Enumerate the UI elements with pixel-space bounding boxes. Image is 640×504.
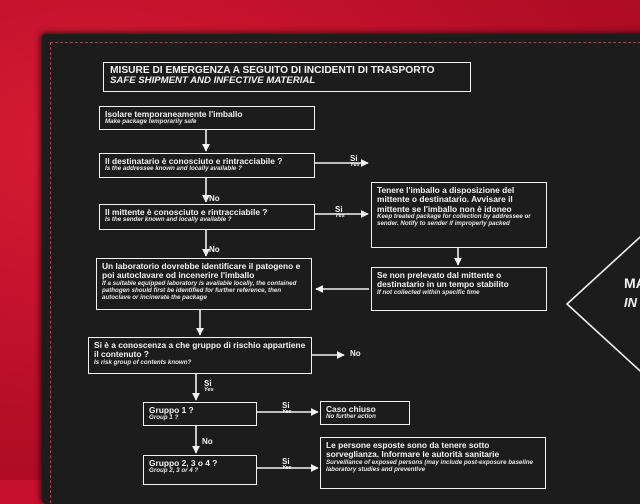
emergency-poster (42, 34, 640, 504)
step-isolate-it: Isolare temporaneamente l'imballo (105, 109, 243, 119)
step-group1-it: Gruppo 1 ? (149, 405, 194, 415)
header-title: MISURE DI EMERGENZA A SEGUITO DI INCIDEN… (110, 65, 435, 76)
flowchart-connectors (192, 130, 640, 472)
label-no-1: No (209, 194, 220, 203)
side-diamond (565, 236, 640, 372)
step-recipient-en: Is the addressee known and locally avail… (105, 165, 242, 173)
step-closed-en: No further action (326, 413, 376, 421)
step-sender-en: Is the sender known and locally availabl… (105, 216, 232, 224)
step-lab-it: Un laboratorio dovrebbe identificare il … (102, 261, 301, 281)
step-lab-en: If a suitable equipped laboratory is ava… (102, 279, 297, 301)
side-panel-text-1: MA (624, 275, 640, 291)
step-notcollected-it: Se non prelevato dal mittente o destinat… (377, 270, 509, 290)
step-keep-it: Tenere l'imballo a disposizione del mitt… (377, 185, 515, 214)
step-sender-it: Il mittente è conosciuto e rintracciabil… (105, 207, 268, 217)
step-sender-known: Il mittente è conosciuto e rintracciabil… (99, 204, 315, 230)
step-keep-package: Tenere l'imballo a disposizione del mitt… (371, 182, 547, 248)
label-no-4: No (202, 437, 213, 446)
step-risk-en: Is risk group of contents known? (94, 358, 192, 366)
side-panel-text-2: IN (624, 295, 637, 310)
step-lab: Un laboratorio dovrebbe identificare il … (96, 258, 312, 310)
label-no-2: No (209, 245, 220, 254)
step-group234-it: Gruppo 2, 3 o 4 ? (149, 458, 218, 468)
step-recipient-it: Il destinatario è conosciuto e rintracci… (105, 156, 283, 166)
step-notcollected-en: If not collected within specific time (377, 288, 480, 296)
step-case-closed: Caso chiuso No further action (320, 401, 410, 425)
step-risk-it: Si è a conoscenza a che gruppo di rischi… (94, 340, 306, 360)
step-group1: Gruppo 1 ? Group 1 ? (143, 402, 257, 426)
step-exposed-it: Le persone esposte sono da tenere sotto … (326, 440, 500, 460)
step-group234-en: Group 2, 3 or 4 ? (149, 467, 199, 475)
poster-header: MISURE DI EMERGENZA A SEGUITO DI INCIDEN… (103, 62, 471, 92)
step-not-collected: Se non prelevato dal mittente o destinat… (371, 267, 547, 311)
step-exposed-en: Surveillance of exposed persons (may inc… (326, 458, 534, 473)
step-recipient-known: Il destinatario è conosciuto e rintracci… (99, 153, 315, 178)
step-risk-group: Si è a conoscenza a che gruppo di rischi… (88, 337, 312, 374)
step-keep-en: Keep treated package for collection by a… (377, 213, 531, 228)
step-isolate-en: Make package temporarily safe (105, 118, 197, 126)
header-subtitle: SAFE SHIPMENT AND INFECTIVE MATERIAL (110, 75, 316, 87)
label-no-3: No (350, 349, 361, 358)
step-group1-en: Group 1 ? (149, 414, 179, 422)
step-closed-it: Caso chiuso (326, 404, 376, 414)
step-isolate: Isolare temporaneamente l'imballo Make p… (99, 106, 315, 130)
